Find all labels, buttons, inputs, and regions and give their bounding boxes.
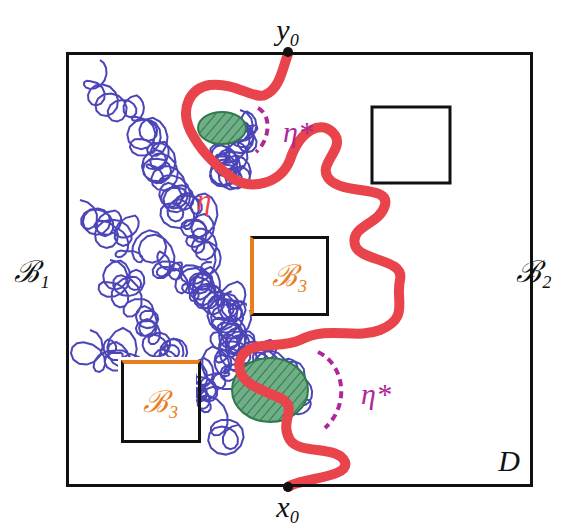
dashed-arc [318,352,341,428]
loop-strand [99,260,211,401]
math-label: ℬ₁ [14,257,49,287]
math-label: x₀ [276,492,300,522]
node-label: D [498,446,520,476]
math-label: η [197,185,212,215]
node-label: ℬ₃ [143,387,178,417]
node-label: ℬ₃ [272,261,307,291]
math-label: ℬ₂ [516,257,551,287]
math-label: η* [283,117,313,147]
math-label: y₀ [276,15,300,45]
math-label: η* [361,379,391,409]
boundary-box: ℬ₃ [250,236,329,316]
hatched-cluster [198,112,246,144]
dashed-arc [256,108,268,152]
empty-square [372,107,450,183]
red-curve [186,54,400,487]
point-dot [283,482,293,492]
boundary-box: ℬ₃ [121,360,201,443]
